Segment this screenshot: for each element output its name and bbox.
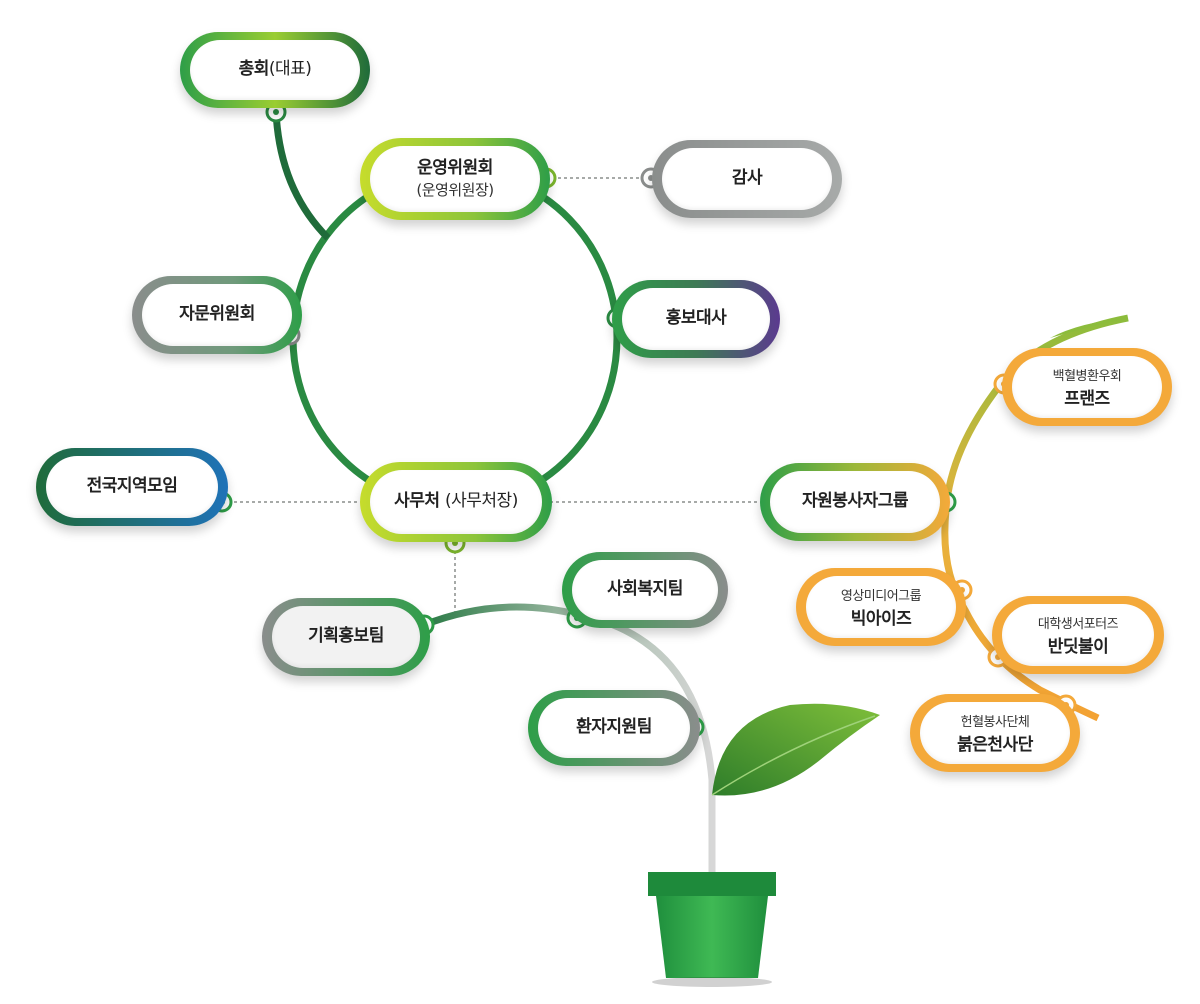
node-patient-team[interactable]: 환자지원팀 [528,690,700,766]
central-ring [289,166,621,510]
assembly-label: 총회 [238,59,270,80]
friends-small: 백혈병환우회 [1052,369,1122,384]
bigeyes-big: 빅아이즈 [850,609,912,629]
node-general-assembly[interactable]: 총회(대표) [180,32,370,108]
node-friends[interactable]: 백혈병환우회 프랜즈 [1002,348,1172,426]
node-ambassador[interactable]: 홍보대사 [612,280,780,358]
firefly-small: 대학생서포터즈 [1037,617,1119,632]
secretariat-sub: (사무처장) [445,491,518,512]
firefly-big: 반딧불이 [1047,637,1109,657]
node-volunteer-group[interactable]: 자원봉사자그룹 [760,463,950,541]
secretariat-label: 사무처 [394,491,440,512]
pot-shadow [652,977,772,987]
leaf-shape [712,703,880,796]
ambassador-label: 홍보대사 [665,308,727,329]
assembly-paren: (대표) [268,59,312,80]
node-steering-committee[interactable]: 운영위원회 (운영위원장) [360,138,550,220]
redangel-small: 헌혈봉사단체 [960,715,1030,730]
patient-label: 환자지원팀 [576,717,652,738]
assembly-link [272,111,331,241]
regional-label: 전국지역모임 [86,476,178,497]
leaf-vein [711,715,876,796]
welfare-label: 사회복지팀 [607,579,683,600]
steering-label: 운영위원회 [417,157,493,178]
node-advisory[interactable]: 자문위원회 [132,276,302,354]
pot-body [656,896,768,978]
advisory-label: 자문위원회 [179,304,255,325]
node-audit[interactable]: 감사 [652,140,842,218]
node-redangel[interactable]: 헌혈봉사단체 붉은천사단 [910,694,1080,772]
redangel-big: 붉은천사단 [957,735,1033,755]
friends-big: 프랜즈 [1064,389,1110,409]
node-secretariat[interactable]: 사무처 (사무처장) [360,462,552,542]
node-firefly[interactable]: 대학생서포터즈 반딧불이 [992,596,1164,674]
node-regional[interactable]: 전국지역모임 [36,448,228,526]
steering-sub: (운영위원장) [416,181,494,200]
node-planning-team[interactable]: 기획홍보팀 [262,598,430,676]
node-bigeyes[interactable]: 영상미디어그룹 빅아이즈 [796,568,966,646]
volunteer-label: 자원봉사자그룹 [802,491,908,512]
bigeyes-small: 영상미디어그룹 [840,589,922,604]
node-welfare-team[interactable]: 사회복지팀 [562,552,728,628]
pot-rim [648,872,776,896]
audit-label: 감사 [731,168,763,189]
planning-label: 기획홍보팀 [308,626,384,647]
